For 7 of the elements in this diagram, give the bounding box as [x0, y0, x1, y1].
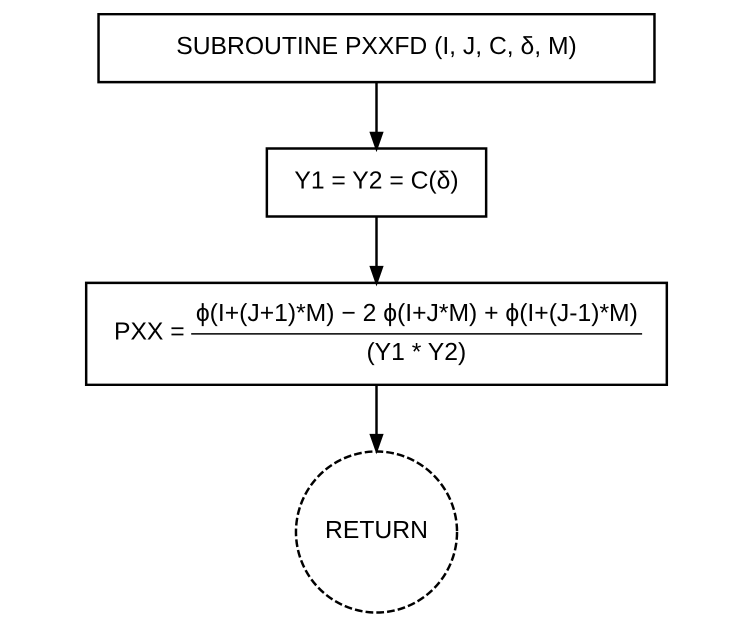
node-circle: RETURN: [294, 450, 458, 614]
arrow: [368, 82, 384, 152]
arrow: [368, 216, 384, 286]
node-box: Y1 = Y2 = C(δ): [265, 147, 487, 218]
arrow: [368, 385, 384, 454]
node-box: SUBROUTINE PXXFD (I, J, C, δ, M): [96, 12, 656, 84]
node-box: PXX = ϕ(I+(J+1)*M) − 2 ϕ(I+J*M) + ϕ(I+(J-1)*M) (Y1 * Y2): [84, 282, 668, 386]
